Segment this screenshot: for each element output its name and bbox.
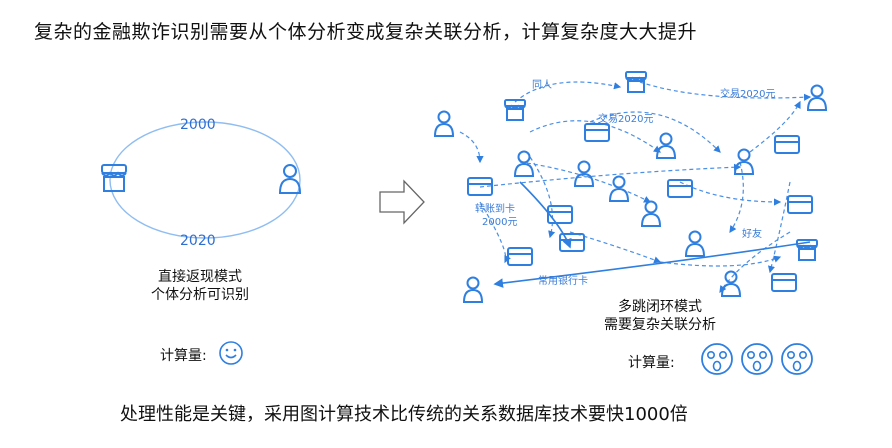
person-icon xyxy=(807,84,827,111)
shocked-face-icon xyxy=(741,343,773,375)
person-icon xyxy=(685,230,705,257)
store-icon xyxy=(101,164,127,192)
person-icon xyxy=(278,164,302,194)
edge xyxy=(639,81,812,101)
network-edges xyxy=(459,81,812,293)
label-trade-top: 交易2020元 xyxy=(720,87,775,100)
shocked-face-icon xyxy=(781,343,813,375)
edge xyxy=(459,131,484,164)
left-caption-line2: 个体分析可识别 xyxy=(151,287,249,303)
edge xyxy=(519,181,572,249)
card-icon xyxy=(559,233,585,252)
bottom-amount-label: 2020 xyxy=(180,233,216,249)
edge xyxy=(514,81,622,103)
label-trade-mid: 交易2020元 xyxy=(598,112,653,125)
person-icon xyxy=(609,175,629,202)
edge xyxy=(767,181,791,274)
edge xyxy=(659,255,782,267)
person-icon xyxy=(463,276,483,303)
edge xyxy=(479,163,742,188)
edge xyxy=(519,161,652,203)
card-icon xyxy=(507,247,533,266)
label-same-person: 同人 xyxy=(532,79,552,91)
right-caption-line1: 多跳闭环模式 xyxy=(618,299,702,315)
card-icon xyxy=(774,135,800,154)
edge xyxy=(729,161,744,233)
edge xyxy=(529,156,556,239)
left-calc-label: 计算量: xyxy=(160,348,207,364)
direct-loop-diagram: 2000 2020 xyxy=(101,117,302,249)
edge xyxy=(679,181,782,206)
person-icon xyxy=(721,270,741,297)
edge xyxy=(529,120,661,153)
smile-icon xyxy=(219,341,243,365)
person-icon xyxy=(734,148,754,175)
label-transfer-line1: 转账到卡 xyxy=(475,202,515,215)
right-caption: 多跳闭环模式 需要复杂关联分析 xyxy=(560,298,760,334)
left-caption-line1: 直接返现模式 xyxy=(158,269,242,285)
top-amount-label: 2000 xyxy=(180,117,216,133)
edge xyxy=(493,241,811,288)
person-icon xyxy=(656,132,676,159)
right-calc-label: 计算量: xyxy=(628,355,675,371)
label-transfer-line2: 2000元 xyxy=(482,217,517,228)
label-friend: 好友 xyxy=(742,227,762,240)
network-diagram: 同人 交易2020元 交易2020元 转账到卡 2000元 常用银行卡 好友 xyxy=(434,71,827,303)
edge xyxy=(479,201,511,264)
footer-note: 处理性能是关键，采用图计算技术比传统的关系数据库技术要快1000倍 xyxy=(120,404,688,425)
card-icon xyxy=(584,123,610,142)
person-icon xyxy=(434,110,454,137)
person-icon xyxy=(641,200,661,227)
store-icon xyxy=(625,71,647,93)
card-icon xyxy=(787,195,813,214)
edge xyxy=(589,111,721,153)
network-solid-edges xyxy=(493,181,811,288)
arrow-right-icon xyxy=(379,179,425,225)
label-common-card: 常用银行卡 xyxy=(538,274,588,287)
edge xyxy=(749,100,801,153)
slide-title: 复杂的金融欺诈识别需要从个体分析变成复杂关联分析，计算复杂度大大提升 xyxy=(34,21,698,43)
store-icon xyxy=(504,99,526,121)
shocked-faces xyxy=(701,343,813,375)
card-icon xyxy=(771,273,797,292)
right-caption-line2: 需要复杂关联分析 xyxy=(604,317,716,333)
shocked-face-icon xyxy=(701,343,733,375)
left-caption: 直接返现模式 个体分析可识别 xyxy=(120,268,280,304)
loop-ellipse xyxy=(109,121,301,239)
